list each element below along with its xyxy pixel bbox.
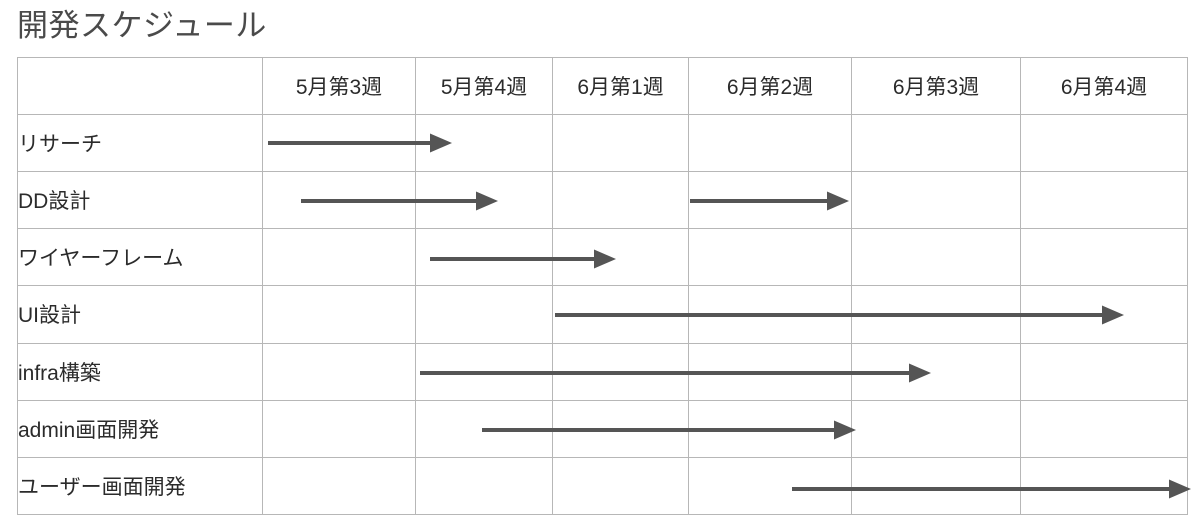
task-label-wireframe: ワイヤーフレーム [17, 228, 263, 287]
bar-cell-r3-w1 [262, 228, 416, 287]
bar-cell-r4-w6 [1020, 285, 1188, 344]
task-label-admin-screen: admin画面開発 [17, 399, 263, 458]
bar-cell-r5-w1 [262, 342, 416, 401]
task-label-research: リサーチ [17, 113, 263, 173]
bar-cell-r3-w4 [688, 228, 852, 287]
bar-cell-r6-w6 [1020, 399, 1188, 458]
table-row: ユーザー画面開発 [17, 456, 1188, 516]
task-label-user-screen: ユーザー画面開発 [17, 456, 263, 516]
bar-cell-r7-w4 [688, 456, 852, 516]
bar-cell-r4-w5 [851, 285, 1021, 344]
table-row: DD設計 [17, 171, 1188, 230]
bar-cell-r5-w3 [552, 342, 689, 401]
task-label-infra: infra構築 [17, 342, 263, 401]
bar-cell-r2-w1 [262, 171, 416, 230]
bar-cell-r2-w4 [688, 171, 852, 230]
bar-cell-r2-w6 [1020, 171, 1188, 230]
bar-cell-r1-w4 [688, 113, 852, 173]
bar-cell-r6-w4 [688, 399, 852, 458]
corner-header-cell [17, 57, 263, 115]
bar-cell-r7-w6 [1020, 456, 1188, 516]
column-header-week-2: 5月第4週 [415, 57, 553, 115]
column-header-week-5: 6月第3週 [851, 57, 1021, 115]
table-header-row: 5月第3週 5月第4週 6月第1週 6月第2週 6月第3週 6月第4週 [17, 57, 1188, 115]
bar-cell-r7-w2 [415, 456, 553, 516]
page-title: 開発スケジュール [17, 8, 267, 43]
bar-cell-r4-w2 [415, 285, 553, 344]
gantt-table: 5月第3週 5月第4週 6月第1週 6月第2週 6月第3週 6月第4週 リサーチ… [17, 57, 1188, 516]
task-label-ui-design: UI設計 [17, 285, 263, 344]
bar-cell-r2-w5 [851, 171, 1021, 230]
bar-cell-r4-w1 [262, 285, 416, 344]
bar-cell-r7-w5 [851, 456, 1021, 516]
table-row: UI設計 [17, 285, 1188, 344]
table-row: admin画面開発 [17, 399, 1188, 458]
bar-cell-r5-w6 [1020, 342, 1188, 401]
bar-cell-r2-w2 [415, 171, 553, 230]
bar-cell-r6-w1 [262, 399, 416, 458]
column-header-week-3: 6月第1週 [552, 57, 689, 115]
table-row: ワイヤーフレーム [17, 228, 1188, 287]
bar-cell-r7-w3 [552, 456, 689, 516]
bar-cell-r3-w5 [851, 228, 1021, 287]
column-header-week-4: 6月第2週 [688, 57, 852, 115]
table-row: リサーチ [17, 113, 1188, 173]
bar-cell-r1-w6 [1020, 113, 1188, 173]
bar-cell-r2-w3 [552, 171, 689, 230]
bar-cell-r3-w2 [415, 228, 553, 287]
bar-cell-r1-w2 [415, 113, 553, 173]
bar-cell-r6-w5 [851, 399, 1021, 458]
bar-cell-r6-w3 [552, 399, 689, 458]
bar-cell-r6-w2 [415, 399, 553, 458]
bar-cell-r3-w6 [1020, 228, 1188, 287]
bar-cell-r3-w3 [552, 228, 689, 287]
bar-cell-r4-w4 [688, 285, 852, 344]
gantt-chart: 5月第3週 5月第4週 6月第1週 6月第2週 6月第3週 6月第4週 リサーチ… [17, 57, 1188, 516]
bar-cell-r5-w2 [415, 342, 553, 401]
bar-cell-r7-w1 [262, 456, 416, 516]
table-row: infra構築 [17, 342, 1188, 401]
column-header-week-1: 5月第3週 [262, 57, 416, 115]
bar-cell-r1-w3 [552, 113, 689, 173]
bar-cell-r1-w1 [262, 113, 416, 173]
bar-cell-r4-w3 [552, 285, 689, 344]
bar-cell-r5-w5 [851, 342, 1021, 401]
column-header-week-6: 6月第4週 [1020, 57, 1188, 115]
bar-cell-r1-w5 [851, 113, 1021, 173]
task-label-dd-design: DD設計 [17, 171, 263, 230]
bar-cell-r5-w4 [688, 342, 852, 401]
